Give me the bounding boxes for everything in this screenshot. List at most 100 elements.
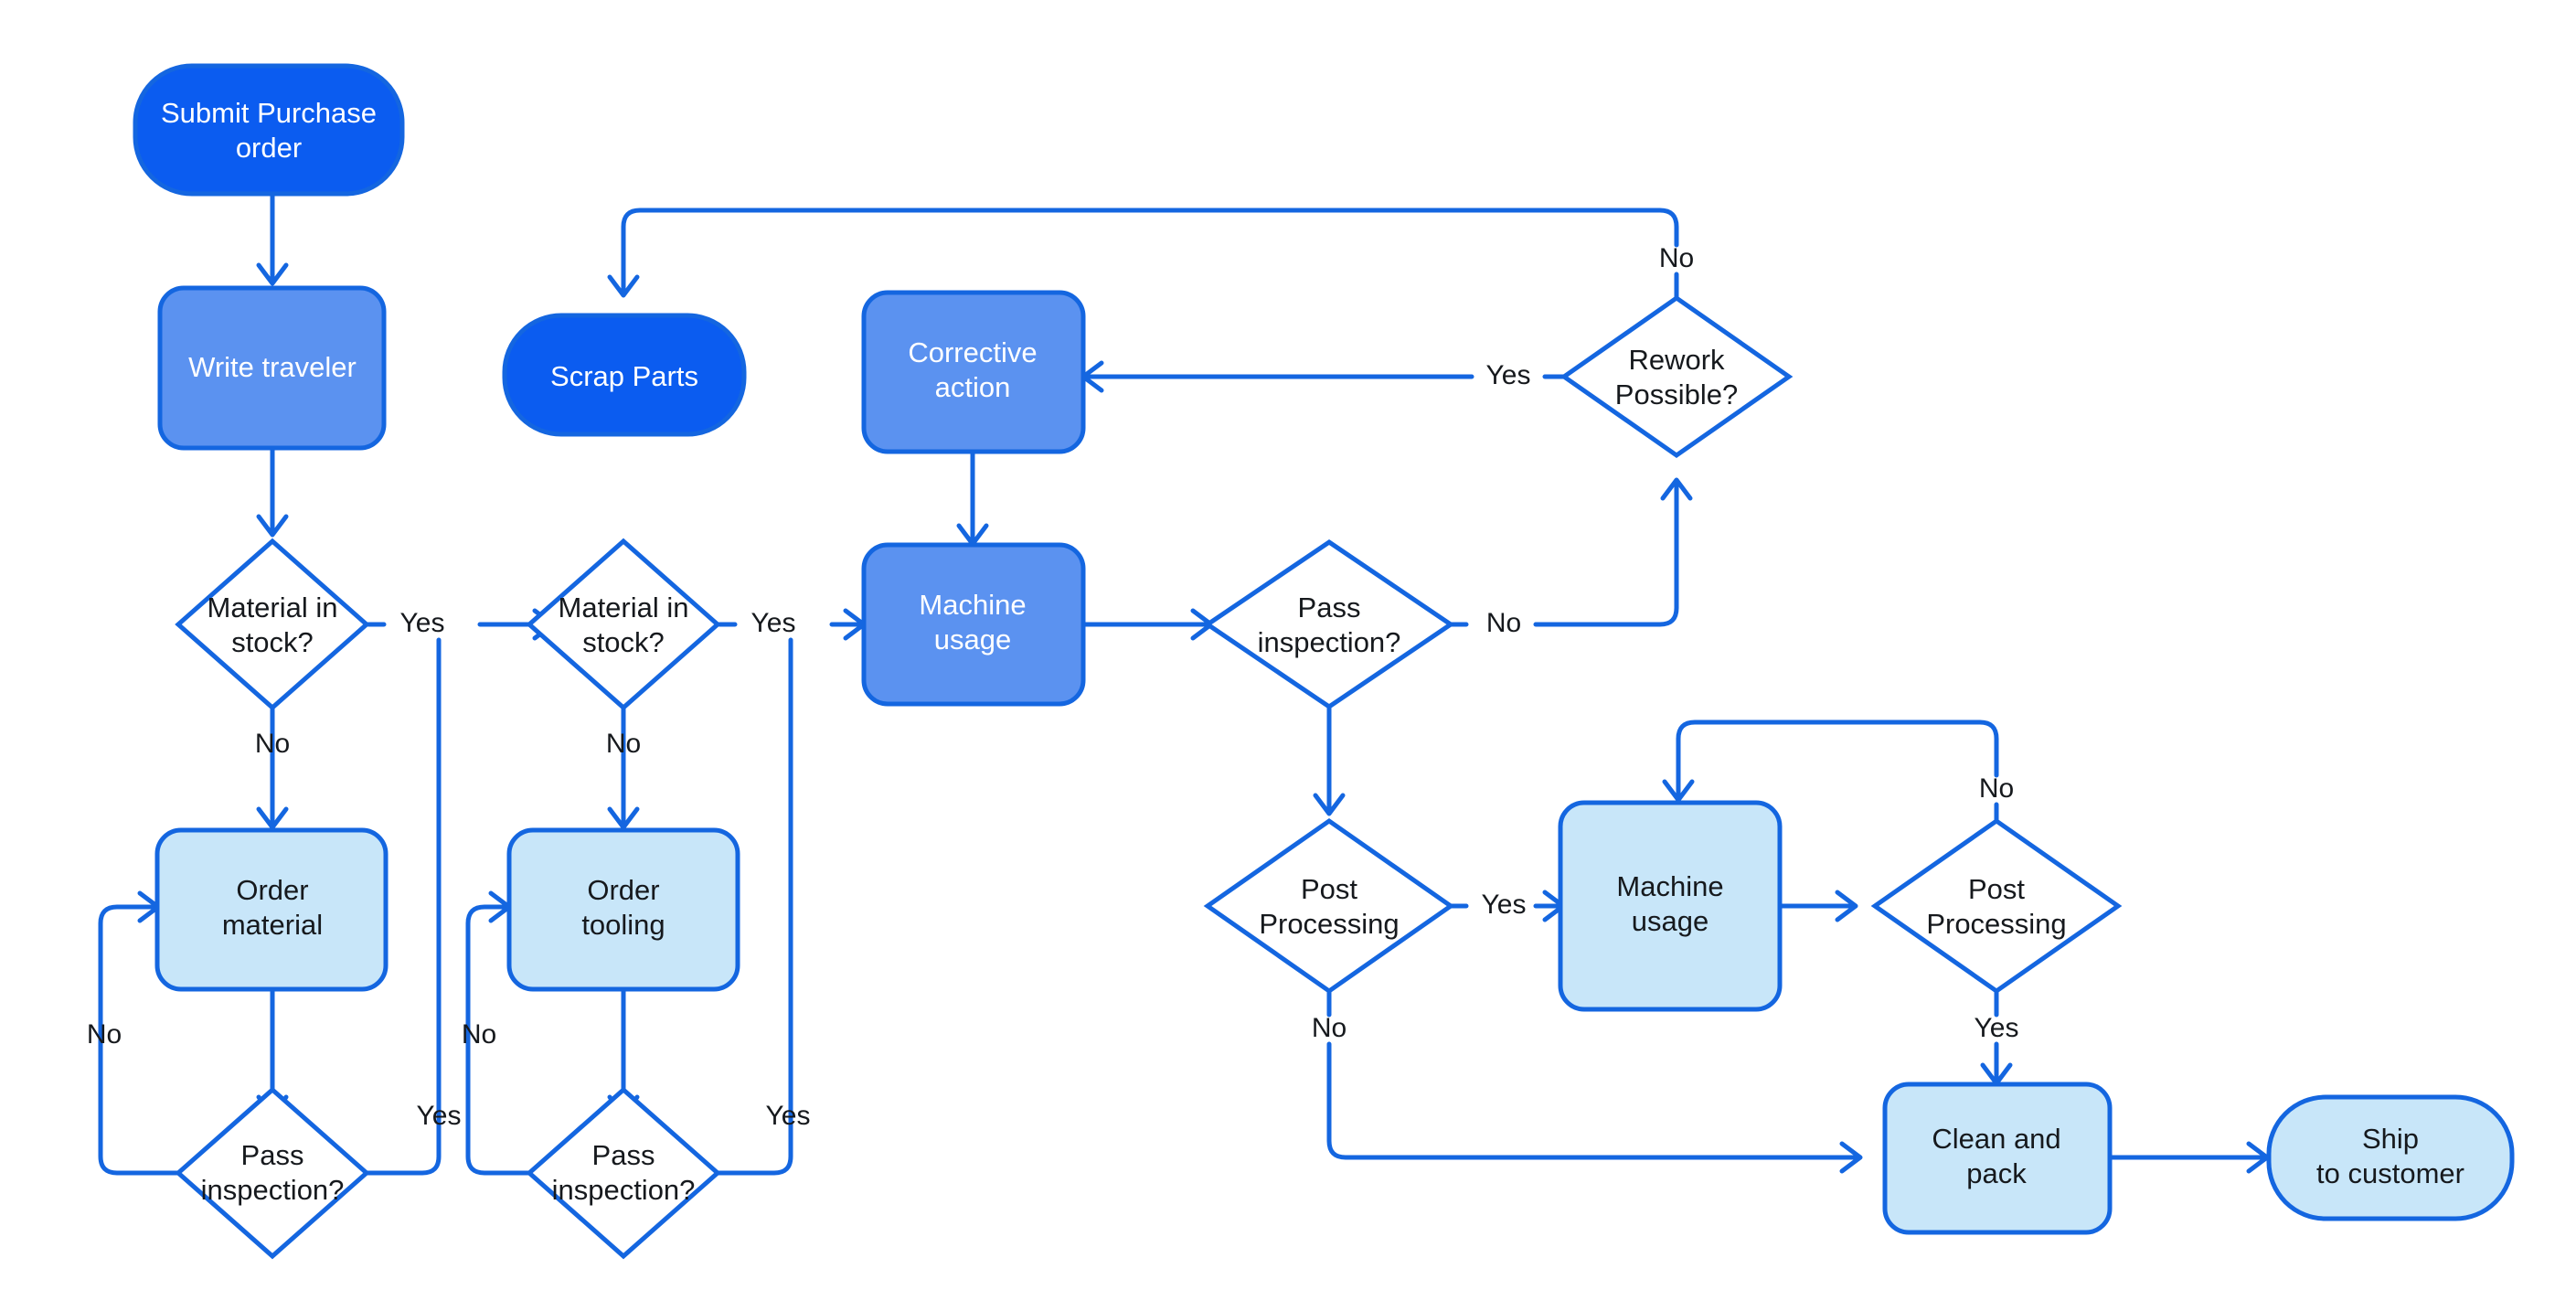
node-label-line2: stock? — [582, 626, 665, 658]
edge-label-rework-yes: Yes — [1486, 360, 1531, 390]
node-machine-usage-2[interactable]: Machine usage — [1558, 800, 1783, 1012]
node-shape-process — [1882, 1082, 2113, 1235]
node-shape-decision — [175, 538, 370, 711]
node-post-processing-1[interactable]: Post Processing — [1203, 817, 1455, 995]
arrowhead-material1-no-to-order-material — [256, 806, 289, 830]
node-label-line1: Rework — [1628, 344, 1725, 376]
arrowhead-submit-to-write — [256, 262, 289, 286]
edge-rework-no-to-scrap — [621, 208, 1679, 301]
node-pass-inspection-1[interactable]: Pass inspection? — [175, 1086, 370, 1260]
arrowhead-rework-no-to-scrap — [607, 274, 640, 298]
node-rework-possible[interactable]: Rework Possible? — [1559, 294, 1794, 459]
node-label-line2: Possible? — [1615, 378, 1738, 410]
arrowhead-post2-no-loop — [1662, 779, 1695, 803]
node-label-line2: inspection? — [1258, 626, 1401, 658]
edge-inspection2-no-loop — [465, 904, 532, 1176]
node-submit-purchase-order[interactable]: Submit Purchase order — [133, 63, 405, 197]
arrowhead-post1-no-to-clean-pack — [1839, 1141, 1863, 1174]
node-label-line1: Machine — [1616, 870, 1723, 902]
node-pass-inspection-3[interactable]: Pass inspection? — [1203, 538, 1455, 710]
node-label-line1: Pass — [241, 1139, 304, 1171]
node-write-traveler[interactable]: Write traveler — [157, 285, 387, 451]
node-label-line2: material — [222, 909, 323, 941]
edge-inspection2-yes-up — [715, 637, 793, 1176]
edge-inspection1-no-loop — [98, 904, 181, 1176]
node-label-line2: inspection? — [552, 1174, 696, 1206]
node-shape-process — [861, 542, 1086, 707]
edge-label-post1-no: No — [1312, 1013, 1347, 1043]
edge-label-inspection3-no: No — [1486, 608, 1521, 638]
arrowhead-inspection3-to-post1 — [1313, 793, 1346, 816]
node-label-line1: Post — [1301, 873, 1357, 905]
node-material-in-stock-1[interactable]: Material in stock? — [175, 538, 370, 711]
node-machine-usage-1[interactable]: Machine usage — [861, 542, 1086, 707]
arrowhead-write-to-material1 — [256, 514, 289, 538]
node-label-line1: Ship — [2362, 1123, 2419, 1155]
edge-label-post2-yes: Yes — [1975, 1013, 2019, 1043]
node-label-line2: action — [935, 371, 1011, 403]
node-label-line1: Material in — [208, 592, 338, 624]
node-label-line1: Pass — [1298, 592, 1361, 624]
node-label-line1: Post — [1968, 873, 2025, 905]
node-scrap-parts[interactable]: Scrap Parts — [502, 313, 747, 437]
node-label-line2: stock? — [231, 626, 314, 658]
node-shape-process — [157, 285, 387, 451]
node-ship-to-customer[interactable]: Ship to customer — [2266, 1094, 2515, 1221]
edges-layer — [98, 191, 2270, 1176]
node-label-line2: Processing — [1926, 908, 2066, 940]
edge-labels-layer: Yes No No Yes Yes No No Yes No Yes No Ye… — [87, 243, 2019, 1131]
node-label-line1: Material in — [559, 592, 689, 624]
node-shape-process — [861, 290, 1086, 454]
arrowhead-machine-usage2-to-post2 — [1835, 890, 1858, 922]
node-label-line1: Corrective — [908, 336, 1037, 368]
node-label-line2: order — [236, 132, 302, 164]
edge-label-rework-no: No — [1659, 243, 1694, 273]
node-order-material[interactable]: Order material — [154, 827, 389, 992]
node-shape-terminal — [502, 313, 747, 437]
arrowhead-inspection3-no-to-rework — [1660, 477, 1693, 501]
arrowhead-material2-no-to-order-tooling — [607, 806, 640, 830]
edge-label-material1-no: No — [255, 729, 290, 759]
node-order-tooling[interactable]: Order tooling — [506, 827, 740, 992]
node-shape-process — [154, 827, 389, 992]
node-shape-terminal — [2266, 1094, 2515, 1221]
node-label-line2: tooling — [581, 909, 665, 941]
node-label-line2: inspection? — [201, 1174, 345, 1206]
edge-label-inspection1-yes: Yes — [417, 1101, 462, 1131]
node-label-line2: to customer — [2316, 1157, 2464, 1189]
node-label-line1: Clean and — [1932, 1123, 2060, 1155]
node-label-line1: Pass — [592, 1139, 655, 1171]
edge-label-inspection2-no: No — [462, 1019, 496, 1050]
node-shape-terminal — [133, 63, 405, 197]
node-clean-and-pack[interactable]: Clean and pack — [1882, 1082, 2113, 1235]
edge-label-material2-no: No — [606, 729, 641, 759]
edge-label-inspection1-no: No — [87, 1019, 122, 1050]
edge-label-material1-yes: Yes — [400, 608, 445, 638]
node-shape-decision — [1203, 538, 1455, 710]
node-label-line2: usage — [1632, 905, 1708, 937]
node-shape-process — [506, 827, 740, 992]
edge-label-post1-yes: Yes — [1482, 890, 1527, 920]
edge-label-post2-no: No — [1979, 773, 2014, 804]
node-label-line2: usage — [934, 624, 1011, 656]
node-label-line1: Order — [587, 874, 659, 906]
node-material-in-stock-2[interactable]: Material in stock? — [526, 538, 721, 711]
node-shape-decision — [1203, 817, 1455, 995]
edge-inspection1-yes-up — [363, 637, 442, 1176]
node-corrective-action[interactable]: Corrective action — [861, 290, 1086, 454]
node-shape-process — [1558, 800, 1783, 1012]
edge-post1-no-to-clean-pack — [1326, 988, 1858, 1160]
node-shape-decision — [1559, 294, 1794, 459]
edge-inspection3-no-to-rework — [1448, 482, 1679, 627]
node-shape-decision — [526, 538, 721, 711]
node-shape-decision — [526, 1086, 721, 1260]
edge-label-material2-yes: Yes — [751, 608, 796, 638]
node-pass-inspection-2[interactable]: Pass inspection? — [526, 1086, 721, 1260]
node-shape-decision — [1870, 817, 2123, 995]
node-label-line2: Processing — [1259, 908, 1399, 940]
node-label-line1: Scrap Parts — [550, 360, 698, 392]
node-label-line1: Machine — [919, 589, 1026, 621]
node-post-processing-2[interactable]: Post Processing — [1870, 817, 2123, 995]
node-label-line1: Order — [236, 874, 308, 906]
